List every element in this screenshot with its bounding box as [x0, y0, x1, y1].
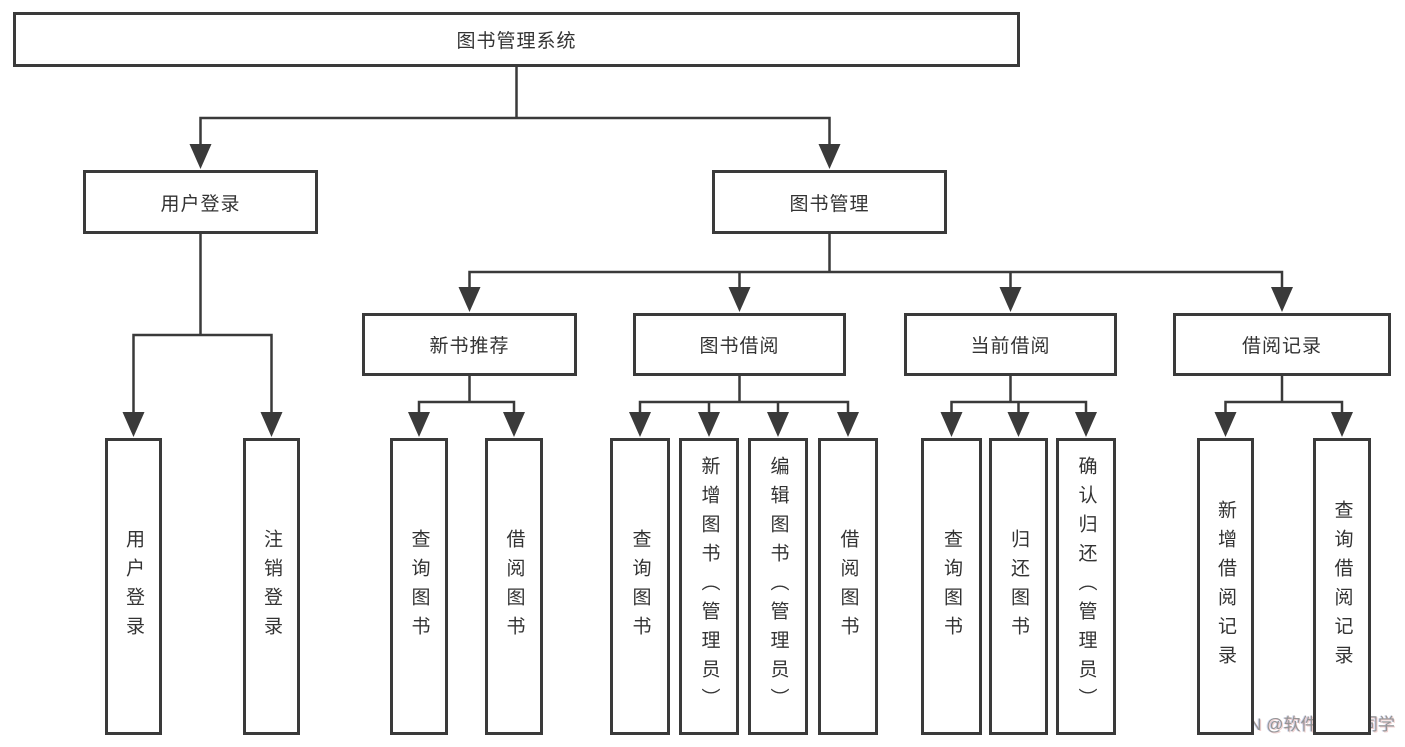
node-borrow: 图书借阅	[633, 313, 846, 376]
node-leaf-b-edit: 编辑图书（管理员）	[748, 438, 808, 735]
arrowhead-down-icon	[940, 412, 963, 437]
node-label: 注销登录	[261, 528, 282, 645]
node-leaf-c-query: 查询图书	[921, 438, 982, 735]
node-leaf-logout: 注销登录	[243, 438, 300, 735]
arrowhead-down-icon	[1214, 412, 1237, 437]
node-leaf-r-add: 新增借阅记录	[1197, 438, 1254, 735]
node-label: 图书管理	[789, 193, 870, 215]
arrowhead-down-icon	[698, 412, 720, 437]
node-leaf-b-add: 新增图书（管理员）	[679, 438, 739, 735]
arrowhead-down-icon	[1075, 412, 1097, 437]
node-leaf-c-return: 归还图书	[989, 438, 1048, 735]
node-leaf-b-query: 查询图书	[610, 438, 670, 735]
node-leaf-b-borrow: 借阅图书	[818, 438, 878, 735]
arrowhead-down-icon	[767, 412, 789, 437]
arrowhead-down-icon	[503, 412, 525, 437]
arrowhead-down-icon	[837, 412, 859, 437]
node-label: 新增图书（管理员）	[698, 456, 720, 717]
node-label: 新增借阅记录	[1215, 499, 1236, 674]
node-leaf-r-query: 查询借阅记录	[1313, 438, 1371, 735]
arrowhead-down-icon	[1271, 287, 1293, 312]
node-bookmgmt: 图书管理	[712, 170, 947, 234]
arrowhead-down-icon	[408, 412, 430, 437]
tree-connector-path	[132, 65, 1344, 418]
arrowhead-down-icon	[189, 144, 212, 169]
node-label: 查询借阅记录	[1331, 499, 1353, 674]
node-label: 确认归还（管理员）	[1075, 456, 1097, 717]
arrowhead-down-icon	[728, 287, 751, 312]
arrowhead-down-icon	[1007, 412, 1030, 437]
node-label: 归还图书	[1008, 528, 1029, 645]
node-label: 用户登录	[123, 528, 144, 645]
node-label: 图书管理系统	[456, 31, 577, 52]
node-leaf-nb-query: 查询图书	[390, 438, 448, 735]
node-label: 借阅记录	[1241, 336, 1322, 357]
arrowhead-down-icon	[629, 412, 651, 437]
node-root: 图书管理系统	[13, 12, 1020, 67]
node-label: 编辑图书（管理员）	[767, 456, 789, 717]
node-label: 当前借阅	[970, 336, 1051, 357]
node-leaf-login: 用户登录	[105, 438, 162, 735]
node-label: 查询图书	[629, 528, 651, 645]
node-label: 查询图书	[941, 528, 962, 645]
node-label: 借阅图书	[837, 528, 859, 645]
node-label: 图书借阅	[699, 336, 780, 357]
arrowhead-down-icon	[1331, 412, 1353, 437]
arrowhead-down-icon	[458, 287, 481, 312]
node-label: 借阅图书	[503, 528, 525, 645]
node-label: 新书推荐	[429, 336, 510, 357]
node-leaf-c-confirm: 确认归还（管理员）	[1056, 438, 1116, 735]
node-current: 当前借阅	[904, 313, 1117, 376]
arrowhead-down-icon	[818, 144, 841, 169]
node-label: 用户登录	[160, 193, 241, 215]
node-newbook: 新书推荐	[362, 313, 577, 376]
node-label: 查询图书	[408, 528, 430, 645]
arrowhead-down-icon	[999, 287, 1022, 312]
node-records: 借阅记录	[1173, 313, 1391, 376]
arrowhead-down-icon	[122, 412, 145, 437]
node-login: 用户登录	[83, 170, 318, 234]
node-leaf-nb-borrow: 借阅图书	[485, 438, 543, 735]
arrowhead-down-icon	[260, 412, 283, 437]
